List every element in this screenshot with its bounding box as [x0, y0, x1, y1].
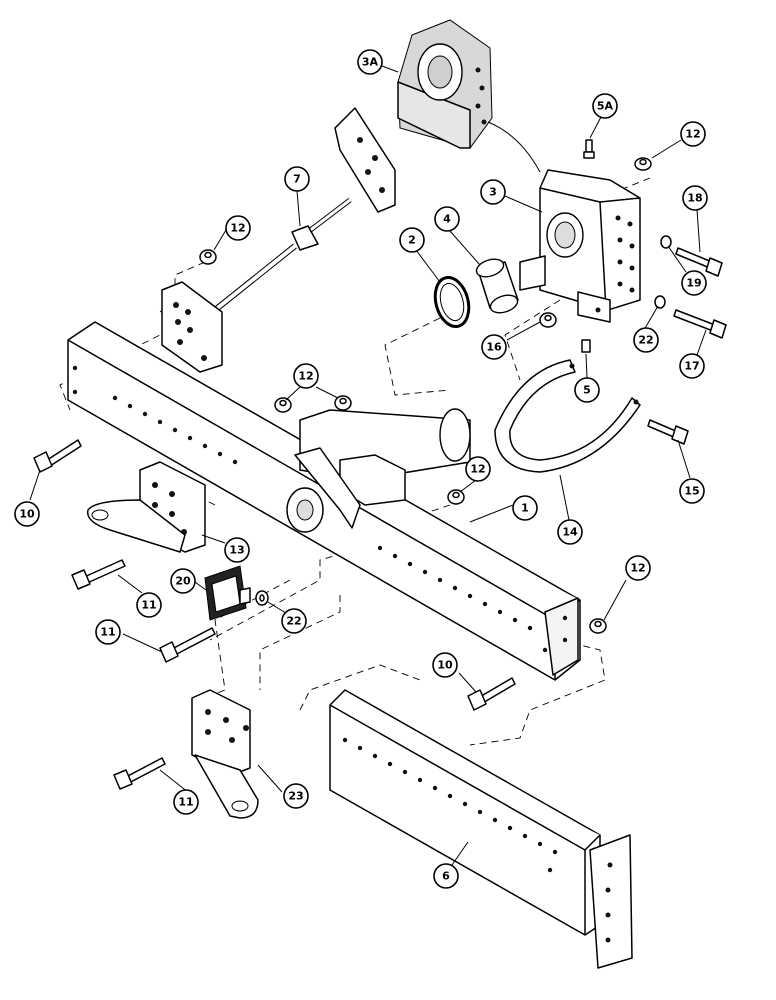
svg-text:19: 19: [686, 277, 701, 290]
svg-text:3A: 3A: [362, 56, 379, 69]
part-7-rod: [161, 107, 396, 373]
part-3-housing: [519, 169, 641, 323]
part-17-bolt: [673, 309, 727, 339]
svg-text:2: 2: [408, 234, 416, 247]
callout-12-right-mid: 12: [465, 456, 491, 482]
svg-text:20: 20: [175, 575, 191, 588]
callout-11-bottom: 11: [173, 789, 199, 815]
callout-11-top: 11: [136, 592, 162, 618]
svg-text:11: 11: [178, 796, 193, 809]
callout-15: 15: [679, 478, 705, 504]
callout-22-top: 22: [633, 327, 659, 353]
part-2-ring: [433, 275, 471, 329]
svg-text:17: 17: [684, 360, 699, 373]
callout-10-left: 10: [14, 501, 40, 527]
svg-text:5: 5: [583, 384, 591, 397]
callout-20: 20: [170, 568, 196, 594]
callout-leaders: [29, 65, 707, 866]
svg-text:12: 12: [298, 370, 313, 383]
callout-6: 6: [433, 863, 459, 889]
svg-text:6: 6: [442, 870, 450, 883]
part-11-bolt-2: [159, 627, 216, 663]
svg-text:1: 1: [521, 502, 529, 515]
part-19-washer: [660, 235, 672, 249]
callout-12-middle: 12: [293, 363, 319, 389]
callout-13: 13: [224, 537, 250, 563]
part-1-beam: [67, 321, 581, 681]
part-14-clamp: [494, 359, 641, 473]
callout-3: 3: [480, 179, 506, 205]
callout-11-middle: 11: [95, 619, 121, 645]
part-10-bolt-left: [33, 439, 82, 473]
part-12-nuts-middle: [274, 395, 352, 413]
part-18-bolt: [675, 247, 723, 277]
svg-text:10: 10: [437, 659, 453, 672]
callout-23: 23: [283, 783, 309, 809]
svg-text:23: 23: [288, 790, 303, 803]
part-22-washer-top: [654, 295, 666, 309]
svg-text:12: 12: [230, 222, 245, 235]
part-12-nut-right: [589, 618, 607, 634]
svg-text:11: 11: [100, 626, 115, 639]
part-5a-fitting: [583, 139, 595, 159]
callout-12-right: 12: [625, 555, 651, 581]
part-15-bolt: [647, 419, 689, 445]
part-20-shim: [204, 565, 251, 621]
callout-10-right: 10: [432, 652, 458, 678]
callout-4: 4: [434, 206, 460, 232]
svg-text:12: 12: [470, 463, 485, 476]
svg-text:3: 3: [489, 186, 497, 199]
part-22-washer-bottom: [255, 590, 269, 606]
svg-text:22: 22: [286, 615, 301, 628]
callout-18: 18: [682, 185, 708, 211]
part-3a-housing: [397, 19, 541, 173]
svg-text:16: 16: [486, 341, 502, 354]
part-6-extension: [329, 689, 633, 969]
svg-text:18: 18: [687, 192, 702, 205]
callout-19: 19: [681, 270, 707, 296]
svg-text:11: 11: [141, 599, 156, 612]
part-12-nut-left: [199, 249, 217, 265]
part-11-bolt-3: [113, 757, 166, 790]
part-5-fitting: [581, 339, 591, 353]
callouts: 3A 5A 12 3 18 7 4 12 2 19 22 17 16 5 12 …: [14, 49, 708, 889]
svg-text:15: 15: [684, 485, 699, 498]
part-12-nut-top: [634, 157, 652, 171]
callout-3a: 3A: [357, 49, 383, 75]
svg-text:12: 12: [685, 128, 700, 141]
part-4-bushing: [475, 258, 519, 314]
svg-text:13: 13: [229, 544, 244, 557]
svg-text:22: 22: [638, 334, 653, 347]
callout-17: 17: [679, 353, 705, 379]
callout-5a: 5A: [592, 93, 618, 119]
svg-text:10: 10: [19, 508, 35, 521]
callout-22-bottom: 22: [281, 608, 307, 634]
svg-text:12: 12: [630, 562, 645, 575]
part-12-nut-right-mid: [447, 489, 465, 505]
callout-12-left: 12: [225, 215, 251, 241]
callout-1: 1: [512, 495, 538, 521]
svg-text:4: 4: [443, 213, 451, 226]
svg-text:7: 7: [293, 173, 301, 186]
part-13-bracket: [86, 461, 206, 553]
callout-5: 5: [574, 377, 600, 403]
part-23-bracket: [191, 689, 259, 819]
callout-2: 2: [399, 227, 425, 253]
callout-14: 14: [557, 519, 583, 545]
part-10-bolt-right: [467, 677, 516, 711]
part-11-bolt-1: [71, 559, 126, 590]
callout-16: 16: [481, 334, 507, 360]
callout-12-top: 12: [680, 121, 706, 147]
svg-text:5A: 5A: [597, 100, 614, 113]
callout-7: 7: [284, 166, 310, 192]
svg-text:14: 14: [562, 526, 578, 539]
part-16-nut: [539, 312, 557, 328]
